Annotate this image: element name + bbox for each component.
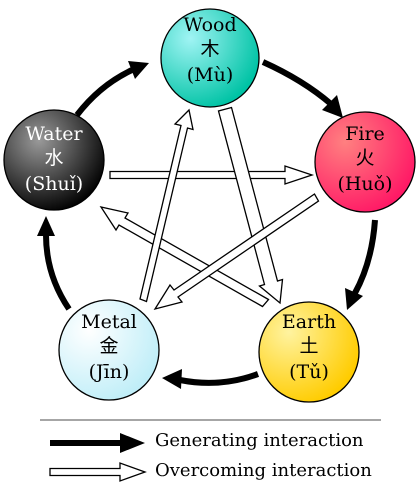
element-glyph-water: 水 (44, 147, 63, 169)
legend: Generating interaction Overcoming intera… (40, 419, 381, 482)
element-glyph-wood: 木 (200, 38, 219, 60)
legend-generating-arrow-icon (50, 433, 145, 453)
generating-arrowhead-fire-earth (345, 288, 363, 310)
overcoming-arrow-earth-water (99, 206, 270, 308)
element-node-water: Water 水 (Shuǐ) (3, 109, 105, 211)
generating-arrow-wood-fire (261, 59, 333, 107)
element-name-earth: Earth (282, 311, 336, 333)
element-name-wood: Wood (183, 14, 236, 36)
generating-arrows (37, 59, 378, 389)
element-pinyin-water: (Shuǐ) (25, 173, 83, 195)
overcoming-arrow-fire-metal (153, 193, 320, 311)
element-pinyin-earth: (Tǔ) (289, 361, 329, 383)
legend-generating-label: Generating interaction (155, 430, 364, 451)
overcoming-arrows (99, 106, 320, 311)
generating-arrowhead-wood-fire (322, 95, 343, 118)
overcoming-arrow-wood-earth (217, 106, 284, 305)
generating-arrow-metal-water (43, 234, 72, 311)
element-node-fire: Fire 火 (Huǒ) (314, 111, 416, 213)
element-pinyin-fire: (Huǒ) (337, 173, 392, 195)
generating-arrow-water-wood (74, 67, 134, 117)
element-name-water: Water (25, 123, 83, 145)
generating-arrowhead-earth-metal (162, 369, 182, 389)
overcoming-arrow-metal-wood (139, 108, 194, 303)
generating-arrowhead-water-wood (128, 61, 149, 79)
element-name-fire: Fire (345, 123, 385, 145)
generating-arrow-earth-metal (179, 371, 260, 386)
generating-arrowhead-metal-water (37, 216, 55, 236)
element-node-wood: Wood 木 (Mù) (160, 8, 260, 108)
element-name-metal: Metal (81, 311, 137, 333)
element-node-earth: Earth 土 (Tǔ) (258, 301, 360, 403)
generating-arrow-fire-earth (352, 219, 378, 295)
element-glyph-earth: 土 (299, 335, 318, 357)
legend-overcoming-label: Overcoming interaction (155, 460, 372, 481)
element-pinyin-metal: (Jīn) (89, 361, 130, 383)
element-glyph-metal: 金 (99, 335, 118, 357)
legend-overcoming-arrow-icon (49, 462, 147, 482)
element-pinyin-wood: (Mù) (187, 64, 234, 86)
element-node-metal: Metal 金 (Jīn) (58, 299, 160, 401)
element-glyph-fire: 火 (355, 147, 374, 169)
overcoming-arrow-water-fire (109, 165, 315, 185)
